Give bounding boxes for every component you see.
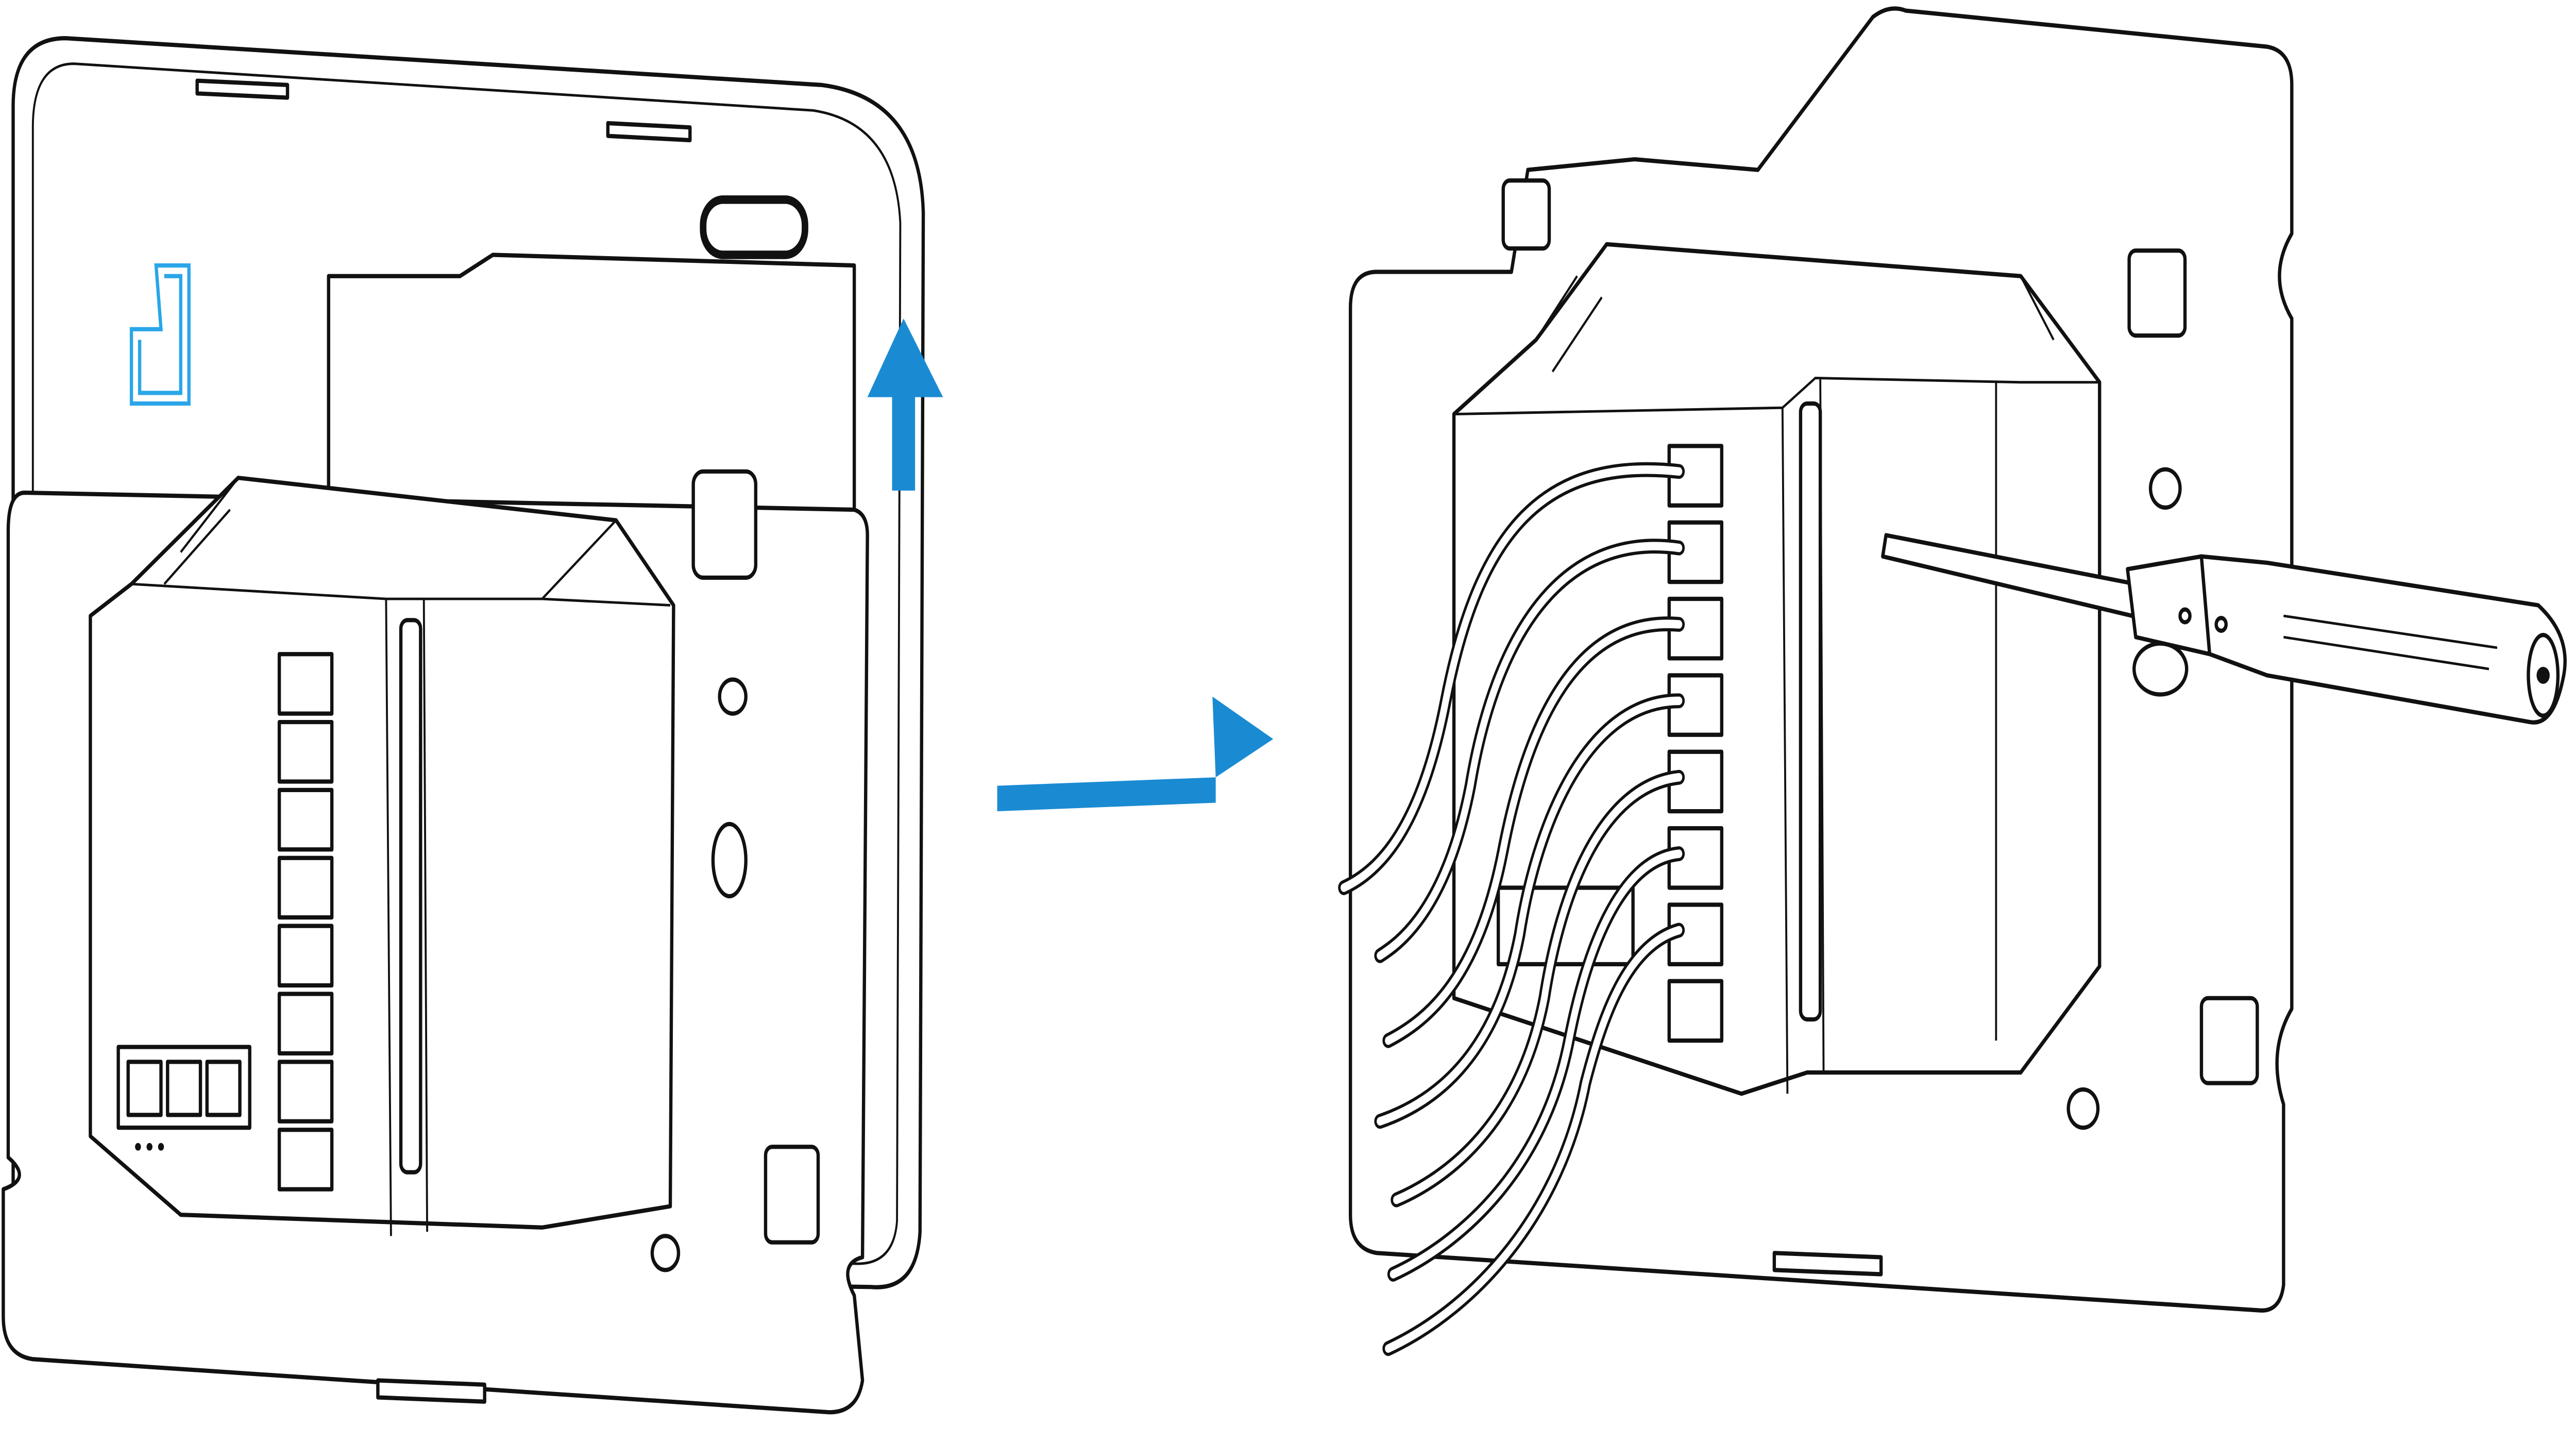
- plate-clip: [2127, 248, 2187, 338]
- screw-hole: [2066, 1087, 2100, 1130]
- plate-tab: [376, 1378, 486, 1404]
- connector-row: [116, 1045, 251, 1151]
- screw-hole: [2148, 467, 2182, 510]
- arrow-up-icon: [867, 318, 943, 491]
- plate-clip: [691, 469, 758, 580]
- housing-inner-edge: [31, 62, 902, 1265]
- wires: [1338, 462, 1685, 1356]
- housing-tabs: [195, 78, 692, 143]
- screwdriver-icon: [1881, 533, 2567, 725]
- relay-module: [1452, 242, 2102, 1096]
- plate-clip: [2199, 996, 2259, 1085]
- slot-hole: [711, 821, 748, 899]
- plate-tab: [1772, 1251, 1883, 1277]
- right-device-assembly: [1338, 6, 2567, 1356]
- arrow-right-icon: [997, 696, 1274, 812]
- screw-hole: [718, 677, 748, 716]
- left-device-assembly: [2, 36, 943, 1415]
- relay-module: [89, 476, 675, 1236]
- screw-hole: [650, 1234, 681, 1272]
- plate-clip: [1501, 178, 1551, 251]
- terminal-block: [277, 652, 334, 1192]
- usb-c-port: [700, 195, 808, 259]
- housing-recess: [327, 253, 856, 512]
- plate-clip: [764, 1145, 820, 1245]
- slot-hole: [2132, 641, 2189, 697]
